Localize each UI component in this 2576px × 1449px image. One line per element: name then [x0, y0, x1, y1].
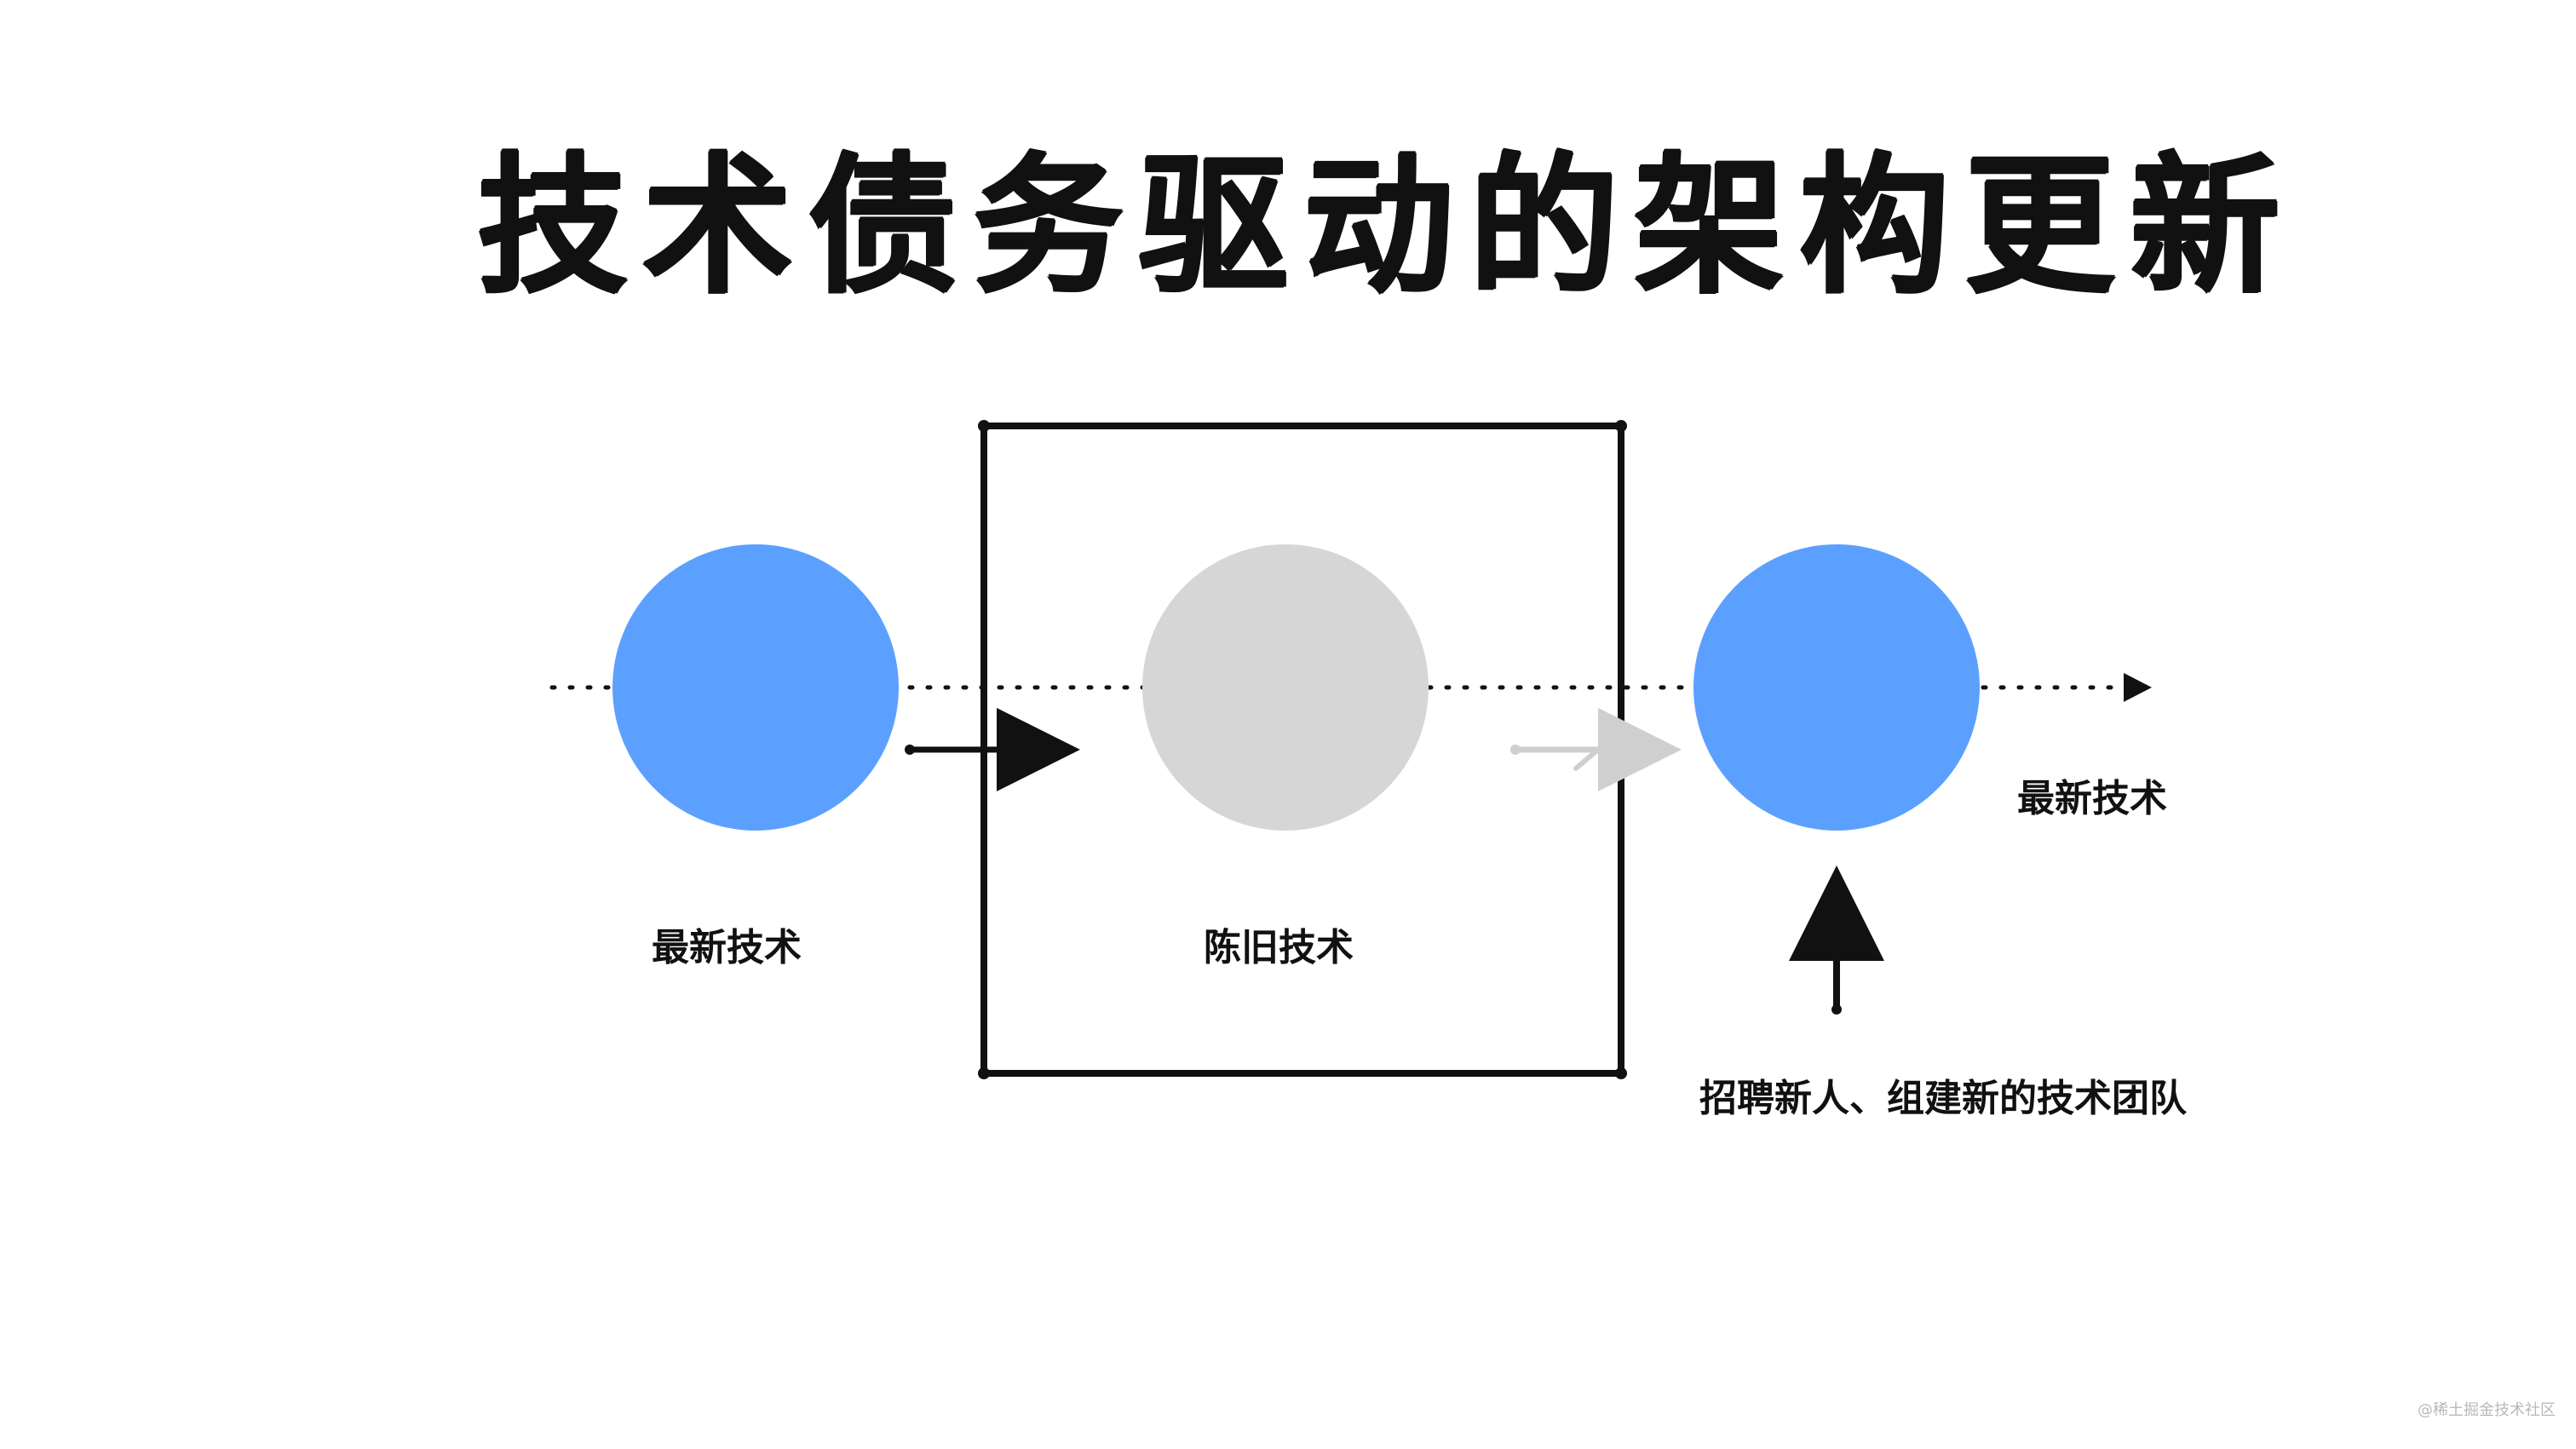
arrow-right-icon — [2124, 673, 2152, 702]
arrow-right-icon — [905, 708, 1080, 791]
legacy-technology-label: 陈旧技术 — [1204, 926, 1354, 969]
new-technology-right-label: 最新技术 — [2017, 777, 2167, 820]
page-title: 技术债务驱动的架构更新 — [477, 137, 2296, 313]
faded-arrow-right-icon — [1510, 708, 1682, 791]
new-technology-left-label: 最新技术 — [652, 926, 802, 969]
new-technology-left-node — [612, 544, 899, 831]
team-hiring-annotation: 招聘新人、组建新的技术团队 — [1699, 1077, 2187, 1120]
watermark: @稀土掘金技术社区 — [2418, 1401, 2556, 1419]
legacy-technology-node — [1142, 544, 1429, 831]
new-technology-right-node — [1693, 544, 1980, 831]
arrow-up-icon — [1789, 865, 1884, 1015]
